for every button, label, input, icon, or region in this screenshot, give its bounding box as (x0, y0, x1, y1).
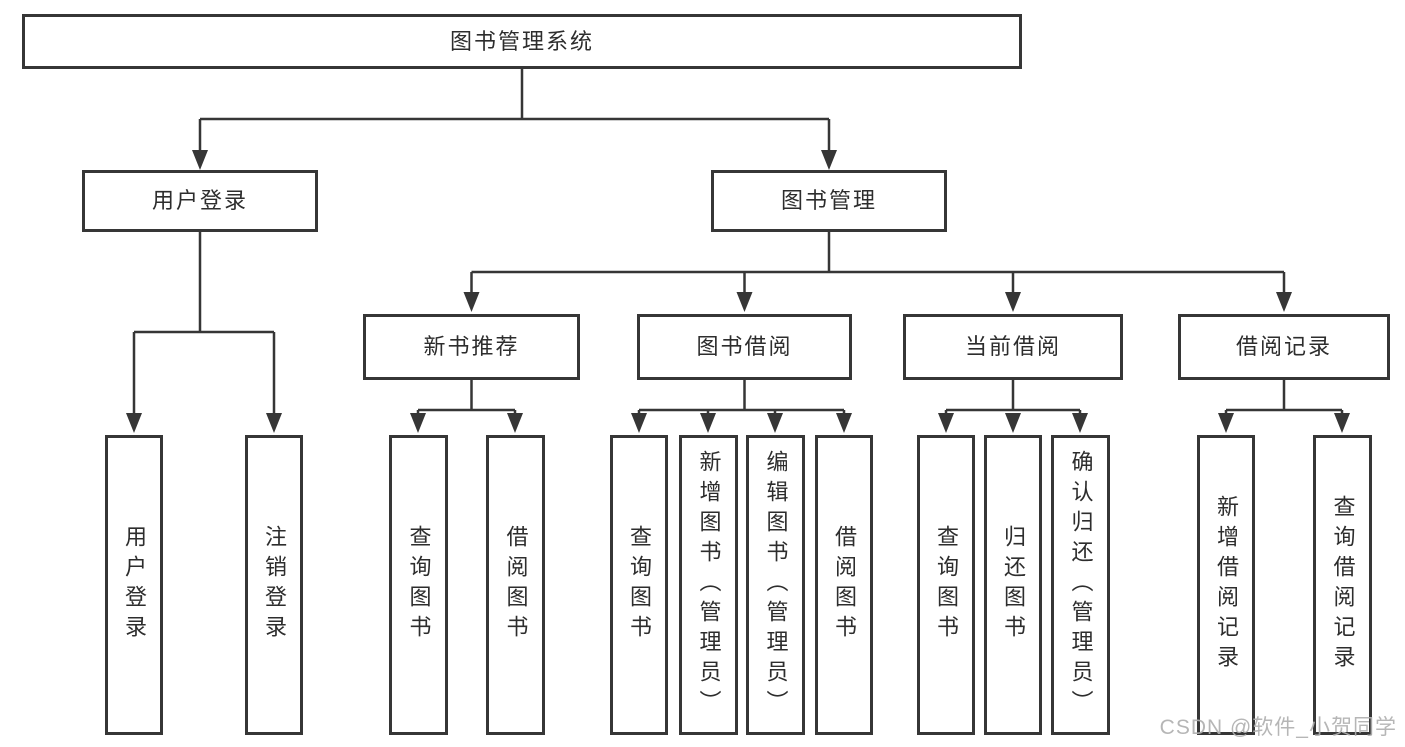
node-leaf-query-books-recommend: 查询图书 (389, 435, 448, 735)
node-current-borrowing: 当前借阅 (903, 314, 1123, 380)
arrow-icon (507, 413, 523, 433)
node-new-book-recommendation: 新书推荐 (363, 314, 580, 380)
arrow-icon (1334, 413, 1350, 433)
node-leaf-user-login: 用户登录 (105, 435, 163, 735)
arrow-icon (767, 413, 783, 433)
arrow-icon (1005, 292, 1021, 312)
arrow-icon (1276, 292, 1292, 312)
node-leaf-borrow-books: 借阅图书 (815, 435, 873, 735)
arrow-icon (736, 292, 753, 312)
node-leaf-borrow-books-recommend: 借阅图书 (486, 435, 545, 735)
node-user-login-module: 用户登录 (82, 170, 318, 232)
node-library-management-system: 图书管理系统 (22, 14, 1022, 69)
arrow-icon (463, 292, 480, 312)
node-book-management-module: 图书管理 (711, 170, 947, 232)
arrow-icon (836, 413, 852, 433)
node-leaf-edit-books-admin: 编辑图书（管理员） (746, 435, 805, 735)
node-leaf-return-books: 归还图书 (984, 435, 1042, 735)
arrow-icon (192, 150, 208, 170)
arrow-icon (266, 413, 282, 433)
arrow-icon (1005, 413, 1021, 433)
node-leaf-query-borrow-record: 查询借阅记录 (1313, 435, 1372, 735)
node-leaf-add-books-admin: 新增图书（管理员） (679, 435, 738, 735)
node-leaf-confirm-return-admin: 确认归还（管理员） (1051, 435, 1110, 735)
node-leaf-query-books-current: 查询图书 (917, 435, 975, 735)
arrow-icon (1072, 413, 1088, 433)
node-leaf-logout: 注销登录 (245, 435, 303, 735)
node-book-borrowing: 图书借阅 (637, 314, 852, 380)
node-leaf-query-books-borrow: 查询图书 (610, 435, 668, 735)
arrow-icon (410, 413, 426, 433)
node-leaf-add-borrow-record: 新增借阅记录 (1197, 435, 1255, 735)
arrow-icon (1218, 413, 1234, 433)
arrow-icon (631, 413, 647, 433)
node-borrowing-records: 借阅记录 (1178, 314, 1390, 380)
arrowheads (126, 150, 1350, 433)
arrow-icon (126, 413, 142, 433)
arrow-icon (700, 413, 716, 433)
arrow-icon (938, 413, 954, 433)
arrow-icon (821, 150, 837, 170)
